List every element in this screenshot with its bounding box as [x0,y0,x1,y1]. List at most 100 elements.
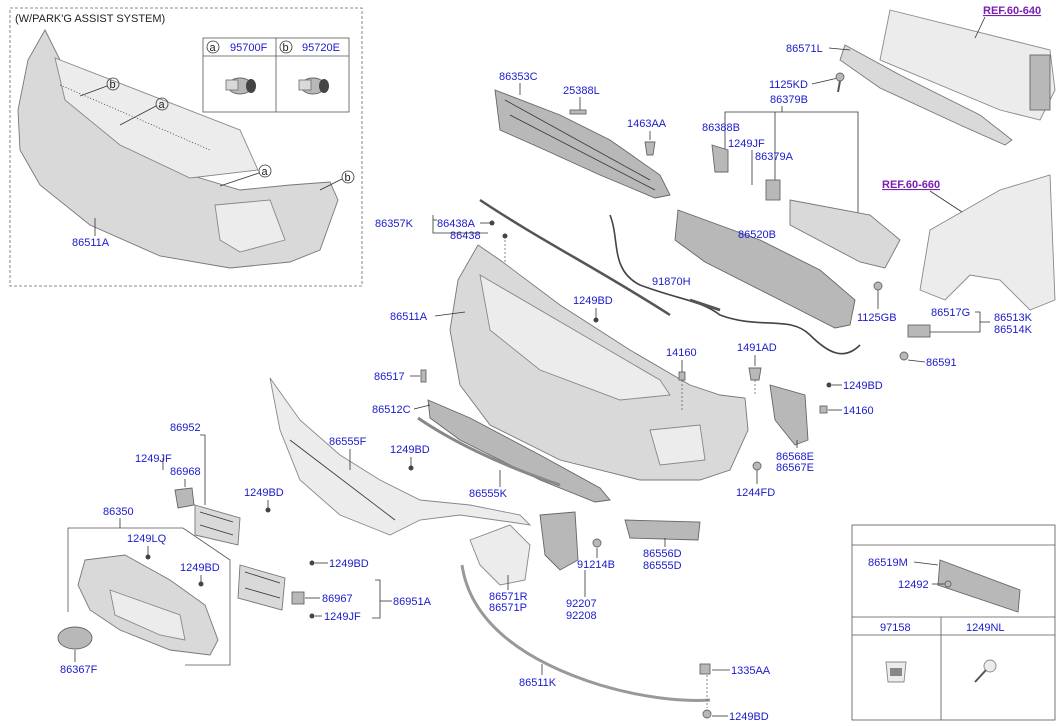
screw-1244FD-icon [752,461,762,471]
label-86517G: 86517G [931,307,970,319]
label-86379A: 86379A [755,151,794,163]
screw-1249NL-icon [974,659,997,683]
bracket-86556D-image [624,519,701,541]
label-1125GB: 1125GB [857,312,897,324]
seal-strip-86357K-image [479,198,671,317]
label-1249BD-grille: 1249BD [390,444,430,456]
label-86511K: 86511K [519,677,557,689]
sensor-a-circle: a [210,42,217,54]
trim-strip-86555K-image [417,416,561,487]
label-86952: 86952 [170,422,201,434]
part-25388L-icon [569,109,587,115]
label-25388L: 25388L [563,85,600,97]
label-86388B: 86388B [702,122,740,134]
label-1249LQ: 1249LQ [127,533,167,545]
label-86513K: 86513K [994,312,1033,324]
label-14160-b: 14160 [843,405,874,417]
bracket-92207-image [539,511,579,571]
bracket-86568E-image [769,384,809,446]
inset-a-circle-2: a [262,166,269,178]
label-1249BD-grl: 1249BD [180,562,220,574]
lower-absorber-86512C-image [427,399,611,503]
wiring-harness-91870H-image [609,214,861,355]
label-86555D: 86555D [643,560,682,572]
label-86438: 86438 [450,230,481,242]
label-86520B: 86520B [738,229,776,241]
label-86951A: 86951A [393,596,432,608]
clip-97158-icon [885,661,907,683]
label-1125KD: 1125KD [769,79,808,91]
label-86968: 86968 [170,466,201,478]
energy-absorber-upper-image [789,199,901,269]
label-86556D: 86556D [643,548,682,560]
label-1463AA: 1463AA [627,118,667,130]
label-86519M: 86519M [868,557,908,569]
license-bracket-86519M-image [937,559,1021,613]
label-1491AD: 1491AD [737,342,777,354]
label-1244FD: 1244FD [736,487,775,499]
park-assist-title: (W/PARK'G ASSIST SYSTEM) [15,13,165,25]
label-92208: 92208 [566,610,597,622]
label-86438A: 86438A [437,218,476,230]
label-1249JF-low: 1249JF [324,611,361,623]
bezel-86571R-image [469,524,531,586]
clip-14160-a-icon [678,371,686,381]
grille-surround-86555F-image [269,377,532,536]
clip-1335AA-icon [699,663,711,675]
label-86555K: 86555K [469,488,508,500]
label-1249JF-top: 1249JF [728,138,765,150]
bracket-86967-image [291,591,305,605]
label-86517: 86517 [374,371,405,383]
screw-1249BD-bottom-icon [702,709,712,719]
label-86568E: 86568E [776,451,814,463]
label-86357K: 86357K [375,218,414,230]
label-86379B: 86379B [770,94,808,106]
label-91214B: 91214B [577,559,615,571]
ref-top[interactable]: REF.60-640 [983,5,1041,17]
label-92207: 92207 [566,598,597,610]
label-1249BD-left: 1249BD [244,487,284,499]
label-1249BD-lamp: 1249BD [329,558,369,570]
label-86511A: 86511A [390,311,428,323]
ref-fender[interactable]: REF.60-660 [882,179,940,191]
sensor-a-code: 95700F [230,42,268,54]
sensor-a-icon [225,77,256,95]
clip-86517-icon [420,369,427,383]
label-14160-a: 14160 [666,347,697,359]
label-1249BD-mid: 1249BD [573,295,613,307]
nut-1491AD-icon [748,367,762,381]
grille-panel-86350-image [77,554,219,656]
label-86591: 86591 [926,357,957,369]
fender-image [919,174,1056,311]
label-86967: 86967 [322,593,353,605]
bracket-86952-image [194,504,241,546]
label-86571R: 86571R [489,591,528,603]
sensor-b-icon [298,77,329,95]
nut-91214B-icon [592,538,602,548]
label-86514K: 86514K [994,324,1033,336]
bolt-1125GB-icon [873,281,883,291]
bracket-86951A-image [237,564,286,611]
inset-b-circle-1: b [110,79,116,91]
label-86571L: 86571L [786,43,823,55]
label-86571P: 86571P [489,602,527,614]
screw-86591-icon [899,351,909,361]
inset-bumper-image [17,29,339,269]
bracket-86388B-icon [711,144,729,173]
label-1249NL: 1249NL [966,622,1005,634]
label-97158: 97158 [880,622,911,634]
bracket-86968-image [174,487,195,509]
sensor-b-code: 95720E [302,42,340,54]
label-86353C: 86353C [499,71,538,83]
emblem-86367F-image [57,626,93,650]
label-1249JF-left: 1249JF [135,453,172,465]
front-bumper-cover-image [449,244,749,481]
sensor-b-circle: b [283,42,289,54]
label-86567E: 86567E [776,462,814,474]
lower-lip-86511K-image [460,564,711,702]
label-1335AA: 1335AA [731,665,771,677]
label-12492: 12492 [898,579,929,591]
label-1249BD-bottom: 1249BD [729,711,769,723]
label-91870H: 91870H [652,276,691,288]
